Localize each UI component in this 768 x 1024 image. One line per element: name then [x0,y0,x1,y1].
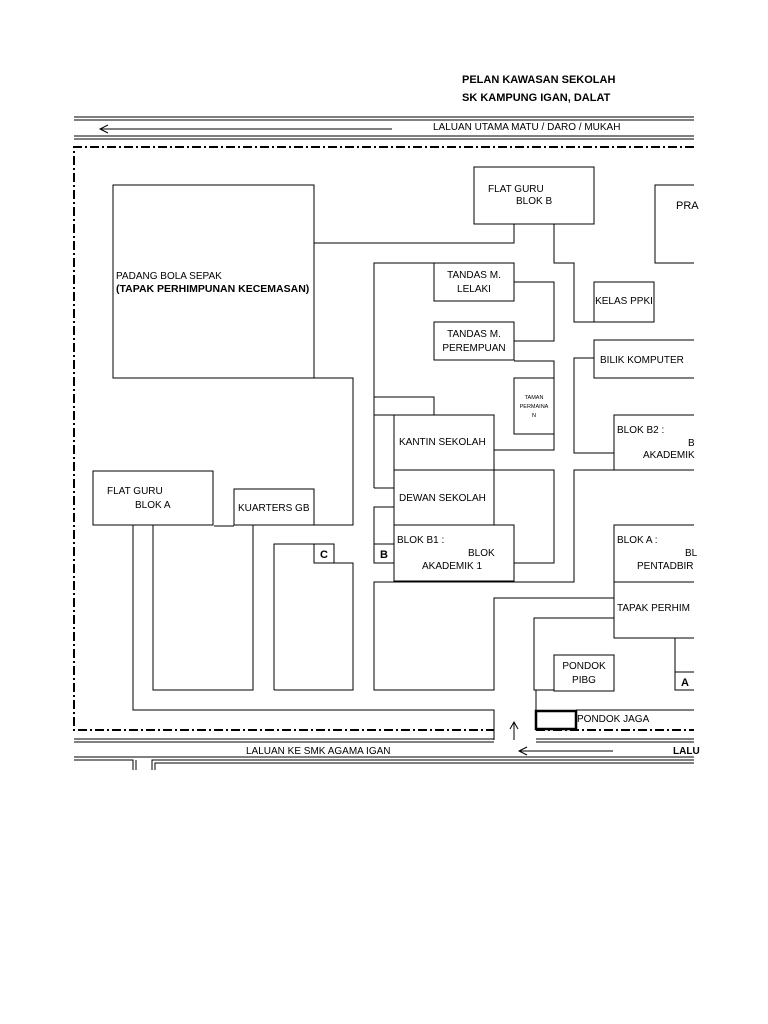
padang-label-line2: (TAPAK PERHIMPUNAN KECEMASAN) [116,283,309,295]
a-label-line1: BLOK A : [617,535,658,546]
building-dewan-sekolah: DEWAN SEKOLAH [393,469,495,526]
arrow-left-icon [98,124,392,134]
flat-b-label-line1: FLAT GURU [488,184,544,195]
marker-a-label: A [681,677,689,689]
dewan-label: DEWAN SEKOLAH [399,493,486,504]
parking-area-a [674,637,694,691]
b1-label-line3: AKADEMIK 1 [422,561,482,572]
bottom-road-label-right: LALU [673,746,700,757]
bottom-road-label: LALUAN KE SMK AGAMA IGAN [246,746,391,757]
building-blok-a: BLOK A : BL PENTADBIR [613,524,698,583]
pondok-pibg-label-line1: PONDOK [562,661,606,672]
school-boundary [73,146,694,731]
tapak-label: TAPAK PERHIM [617,603,690,614]
kantin-label: KANTIN SEKOLAH [399,437,486,448]
taman-label-line3: N [532,413,536,419]
building-kuarters-gb: KUARTERS GB [233,488,315,526]
building-flat-guru-blok-a: FLAT GURU BLOK A [92,470,214,526]
kelas-ppki-label: KELAS PPKI [595,296,653,307]
flat-a-label-line2: BLOK A [135,500,171,511]
padang-label-line1: PADANG BOLA SEPAK [116,271,222,282]
building-pra: PRA [654,184,699,264]
building-tandas-perempuan: TANDAS M. PEREMPUAN [433,321,515,361]
parking-area-c [273,543,354,691]
building-pondok-pibg: PONDOK PIBG [553,654,615,692]
flat-b-label-line2: BLOK B [516,196,552,207]
building-kantin-sekolah: KANTIN SEKOLAH [393,414,495,471]
main-road [74,116,694,140]
b2-label-line3: AKADEMIK [643,450,695,461]
pra-label: PRA [676,200,699,212]
building-blok-b2: BLOK B2 : B AKADEMIK [613,414,695,471]
plan-title-line2: SK KAMPUNG IGAN, DALAT [462,92,611,104]
building-bilik-komputer: BILIK KOMPUTER [593,339,694,379]
main-road-label: LALUAN UTAMA MATU / DARO / MUKAH [433,122,620,133]
tandas-l-label-line2: LELAKI [457,284,491,295]
building-taman-permainan: TAMAN PERMAINA N [513,377,555,435]
b1-label-line1: BLOK B1 : [397,535,444,546]
building-pondok-jaga: PONDOK JAGA [534,709,650,731]
area-tapak-perhimpunan: TAPAK PERHIM [613,581,694,639]
building-kelas-ppki: KELAS PPKI [593,281,655,323]
building-tandas-lelaki: TANDAS M. LELAKI [433,262,515,302]
building-flat-guru-blok-b: FLAT GURU BLOK B [473,166,595,225]
arrow-up-icon [509,720,519,740]
pondok-jaga-label: PONDOK JAGA [577,714,650,725]
marker-c-label: C [320,549,328,561]
b2-label-line2: B [688,438,695,449]
plan-title-line1: PELAN KAWASAN SEKOLAH [462,74,615,86]
taman-label-line2: PERMAINA [520,404,549,410]
a-label-line3: PENTADBIR [637,561,694,572]
bottom-road [74,738,694,770]
tandas-l-label-line1: TANDAS M. [447,270,501,281]
a-label-line2: BL [685,548,698,559]
building-blok-b1: BLOK B1 : BLOK AKADEMIK 1 [393,524,515,582]
marker-b-label: B [380,549,388,561]
taman-label-line1: TAMAN [525,395,544,401]
building-padang-bola-sepak: PADANG BOLA SEPAK (TAPAK PERHIMPUNAN KEC… [112,184,315,379]
b2-label-line1: BLOK B2 : [617,425,664,436]
arrow-left-icon [517,746,613,756]
bilik-komputer-label: BILIK KOMPUTER [600,355,684,366]
parking-area-b [373,506,395,564]
pondok-pibg-label-line2: PIBG [572,675,596,686]
tandas-p-label-line2: PEREMPUAN [442,343,505,354]
flat-a-label-line1: FLAT GURU [107,486,163,497]
kuarters-label: KUARTERS GB [238,503,310,514]
tandas-p-label-line1: TANDAS M. [447,329,501,340]
b1-label-line2: BLOK [468,548,495,559]
